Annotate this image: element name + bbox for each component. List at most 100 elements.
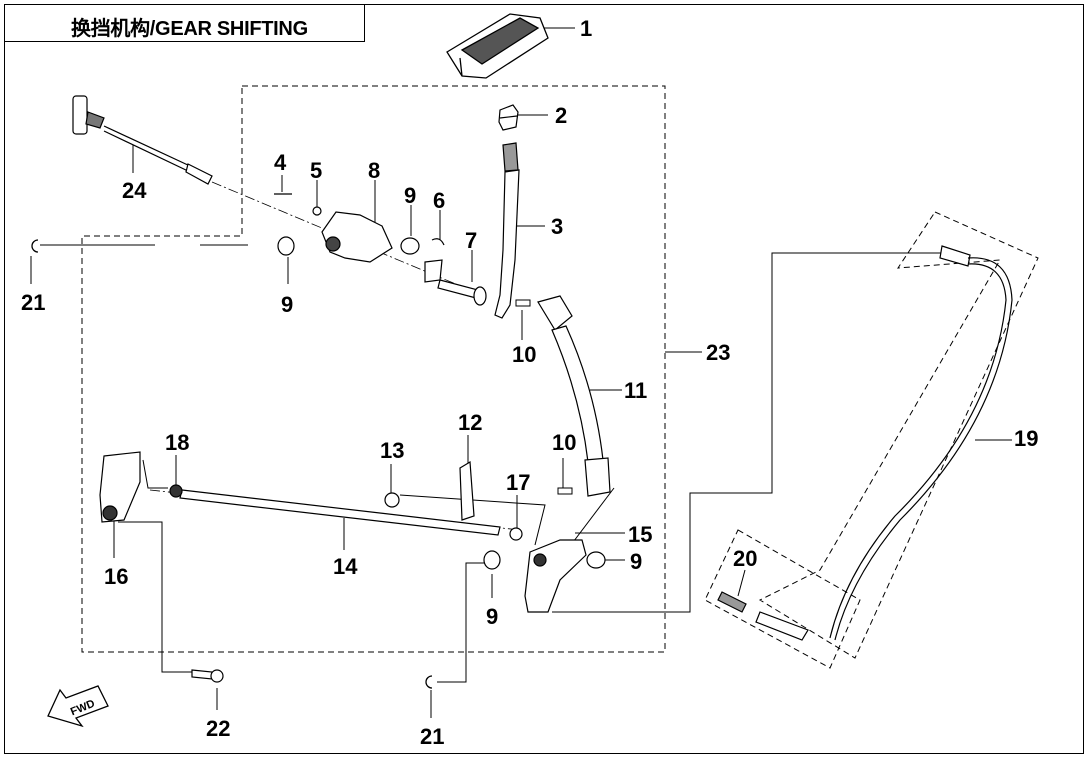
cable-24-wire [103, 125, 191, 167]
nut-13 [384, 492, 400, 508]
bolt-22 [191, 669, 224, 683]
callout-24: 24 [122, 178, 147, 203]
bushing-9d [483, 550, 501, 570]
callout-20: 20 [733, 546, 757, 571]
diagram-title: 换挡机构/GEAR SHIFTING [71, 18, 308, 40]
pedal-pad-edge [459, 57, 463, 77]
callout-11: 11 [624, 378, 647, 403]
cable-24 [72, 95, 213, 185]
spring-6 [424, 238, 445, 283]
lower-arm-15-hole [533, 553, 547, 567]
callout-14: 14 [333, 554, 358, 579]
callout-22: 22 [206, 716, 230, 741]
nut-2-line [499, 115, 518, 119]
callout-1: 1 [580, 16, 592, 41]
cable-19-wire [834, 257, 1013, 641]
cable-19-fitting [939, 245, 971, 267]
pedal-pad-grip [460, 17, 540, 65]
lever-16-hole [102, 505, 118, 521]
leader-20 [737, 569, 746, 597]
bracket-12 [459, 460, 475, 521]
assembly-group-boundaries [81, 85, 1039, 669]
cable-24-end [185, 163, 213, 185]
bolt-22-head [210, 669, 224, 683]
spring-20 [717, 591, 809, 641]
callout-9-left: 9 [281, 292, 293, 317]
callout-10-upper: 10 [512, 342, 536, 367]
pedal-arm-thread [502, 142, 519, 172]
callout-2: 2 [555, 103, 567, 128]
title-box: 换挡机构/GEAR SHIFTING [4, 4, 365, 42]
cable-19-wire2 [829, 263, 1007, 639]
lower-arm-15-body [524, 539, 587, 613]
callout-16: 16 [104, 564, 128, 589]
pedal-arm-body [494, 169, 520, 319]
lever-16 [99, 451, 141, 523]
small-parts-4-5 [274, 193, 322, 216]
leader-15-link [399, 494, 546, 546]
nut-17 [509, 527, 523, 541]
lower-arm-15 [524, 539, 587, 613]
callout-8: 8 [368, 158, 380, 183]
nuts-13-17-18 [169, 484, 523, 541]
bushings-9 [277, 236, 606, 570]
cable-24-wire2 [103, 130, 189, 172]
bolt-7 [437, 279, 487, 306]
spring-20-coil [717, 591, 747, 613]
pins-10 [515, 299, 573, 495]
cable-24-bracket [72, 95, 88, 135]
shift-shaft-14 [179, 489, 501, 536]
bolt-7-head [473, 286, 487, 306]
callout-19: 19 [1014, 426, 1038, 451]
bushing-9a [400, 237, 420, 255]
callout-9-bottom: 9 [486, 604, 498, 629]
pedal-pad [446, 13, 549, 79]
callout-13: 13 [380, 438, 404, 463]
clip-21b [425, 675, 433, 689]
callout-9-right: 9 [630, 549, 642, 574]
callout-21-bottom: 21 [420, 724, 444, 749]
nut-18 [169, 484, 183, 498]
assembly-23-boundary [81, 85, 666, 653]
callout-23: 23 [706, 340, 730, 365]
callout-15: 15 [628, 522, 652, 547]
assembly-20-boundary [704, 529, 861, 669]
fwd-arrow-shape [47, 685, 109, 728]
leader-19-link [552, 252, 945, 613]
diagram-frame [4, 4, 1084, 754]
leader-lines [30, 27, 1012, 718]
callout-5: 5 [310, 158, 322, 183]
bushing-9c [586, 551, 606, 569]
linkage-rod [537, 295, 611, 497]
shift-arm-8-body [321, 211, 393, 263]
leader-21b-link [437, 562, 488, 683]
lever-16-body [99, 451, 141, 523]
linkage-rod-top [537, 295, 573, 331]
callout-labels: 1 2 3 4 5 6 7 8 9 9 9 9 10 10 11 12 13 1… [21, 16, 1038, 749]
spring-20-end [755, 611, 809, 641]
bolt-7-shaft [437, 279, 479, 299]
cable-19 [829, 245, 1013, 641]
callout-10-lower: 10 [552, 430, 576, 455]
callout-4: 4 [274, 150, 287, 175]
callout-21-left: 21 [21, 290, 45, 315]
bolt-22-shaft [191, 669, 213, 680]
callout-3: 3 [551, 214, 563, 239]
clips-21 [31, 239, 433, 689]
callout-9-top: 9 [404, 183, 416, 208]
shift-arm-8 [321, 211, 445, 283]
callout-17: 17 [506, 470, 530, 495]
assembly-19-boundary [758, 211, 1039, 659]
cable-24-fitting [85, 111, 105, 129]
pin-10b [557, 487, 573, 495]
pedal-arm [494, 142, 520, 319]
pin-10a [515, 299, 531, 307]
callout-12: 12 [458, 410, 482, 435]
callout-7: 7 [465, 228, 477, 253]
callout-6: 6 [433, 188, 445, 213]
leader-18-link [142, 459, 168, 489]
fwd-arrow: FWD [47, 685, 109, 728]
clip-21a [31, 239, 39, 253]
shift-arm-8-hole [325, 236, 341, 252]
